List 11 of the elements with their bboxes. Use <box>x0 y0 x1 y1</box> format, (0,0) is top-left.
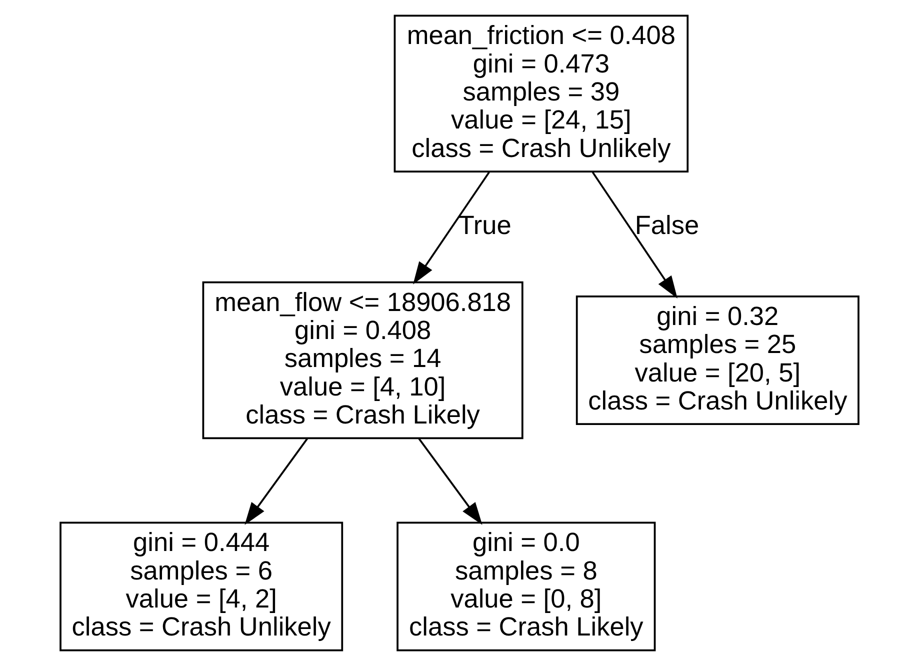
edge-label: True <box>458 210 511 240</box>
arrow <box>418 438 482 525</box>
arrow <box>244 438 308 525</box>
node-box: gini = 0.444 samples = 6 value = [4, 2] class = Crash Unlikely <box>59 522 343 652</box>
arrow <box>591 172 677 298</box>
node-box: mean_friction <= 0.408 gini = 0.473 samples = 39 value = [24, 15] class = Crash Unlikely <box>393 14 688 172</box>
node-box: gini = 0.32 samples = 25 value = [20, 5] class = Crash Unlikely <box>575 295 859 425</box>
arrow <box>412 172 490 284</box>
edge-label: False <box>634 210 699 240</box>
node-box: mean_flow <= 18906.818 gini = 0.408 samples = 14 value = [4, 10] class = Crash Likely <box>202 281 523 440</box>
node-box: gini = 0.0 samples = 8 value = [0, 8] class = Crash Likely <box>396 522 656 652</box>
